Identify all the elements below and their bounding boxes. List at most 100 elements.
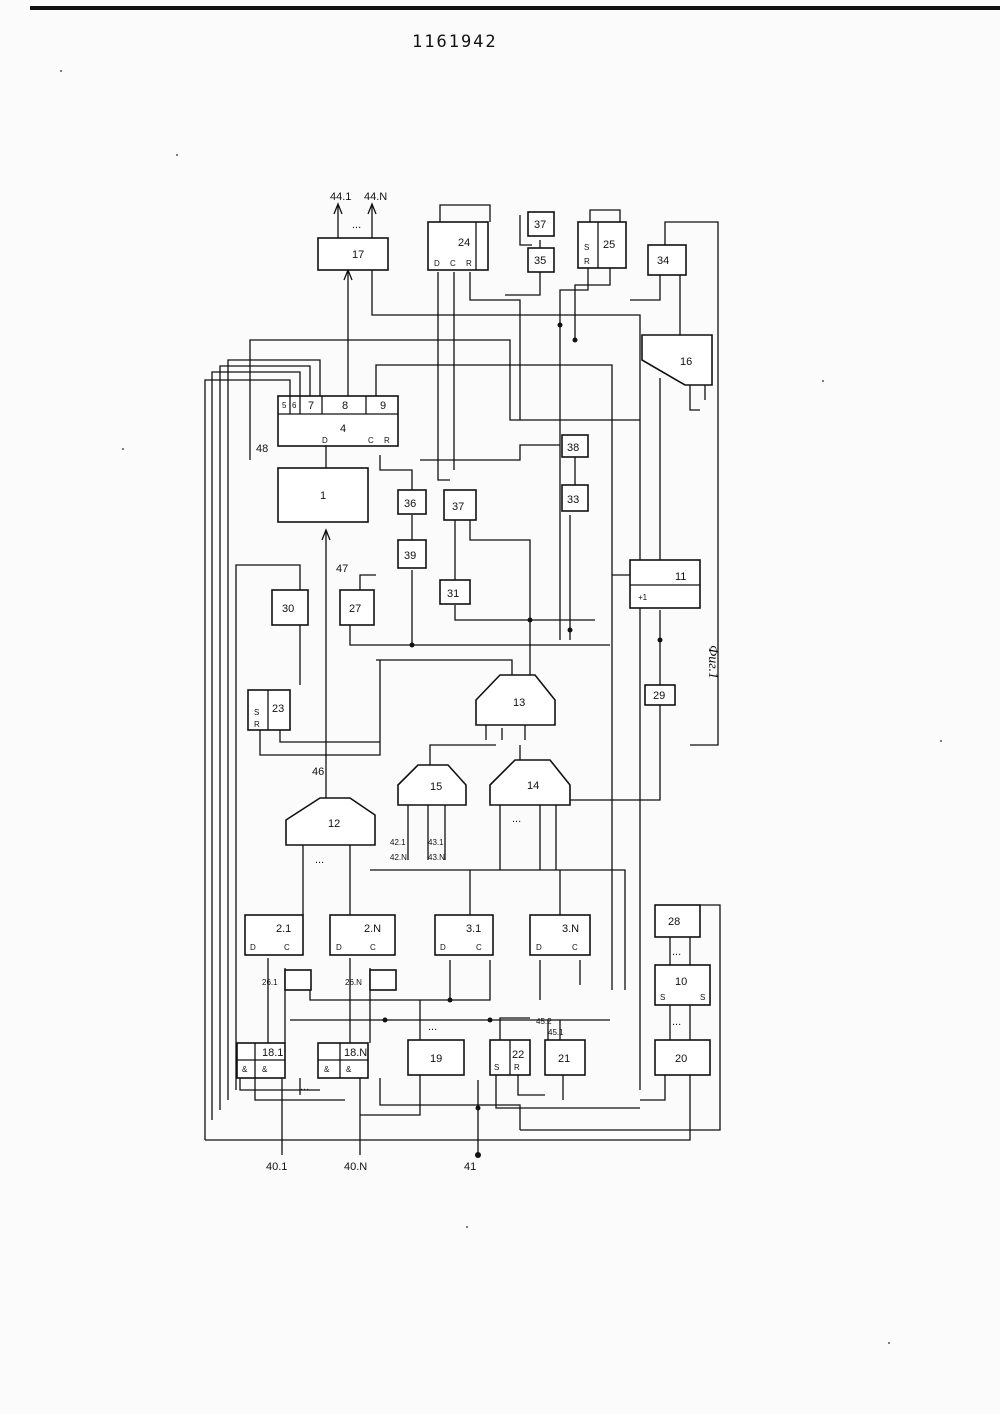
scan-speck: [60, 70, 62, 72]
block-24-label: 24: [458, 237, 470, 249]
figure-caption: Фиг.1: [704, 645, 720, 725]
label-input-43-1: 43.1: [428, 838, 444, 847]
wire-22-top: [500, 1018, 530, 1040]
block-18-1-label: 18.1: [262, 1047, 283, 1059]
block-22-pin-S: S: [494, 1063, 499, 1072]
scan-speck: [822, 380, 824, 382]
block-22-label: 22: [512, 1049, 524, 1061]
gate-26-1: [285, 970, 311, 990]
block-10-pin-S2: S: [700, 993, 705, 1002]
block-11-label: 11: [675, 571, 686, 583]
junction-dot: [658, 638, 663, 643]
wire-26-1: [268, 958, 285, 1043]
block-27-label: 27: [349, 603, 361, 615]
junction-dots: [383, 323, 663, 1159]
block-2-1-pin-C: C: [284, 943, 290, 952]
scan-speck: [466, 1226, 468, 1228]
wire-25-top: [590, 210, 620, 222]
block-3-N-pin-D: D: [536, 943, 542, 952]
block-18-N-and-2: &: [346, 1065, 352, 1074]
label-output-44-N: 44.N: [364, 191, 387, 203]
wire-16-inputs: [690, 385, 705, 410]
label-input-42-1: 42.1: [390, 838, 406, 847]
label-output-44-1: 44.1: [330, 191, 351, 203]
block-14-label: 14: [527, 780, 539, 792]
wire-reg3-ctl: [450, 960, 580, 1000]
block-2-N-pin-D: D: [336, 943, 342, 952]
wire-gate-ctl: [310, 960, 490, 1000]
block-35-label: 35: [534, 255, 546, 267]
gate-26-1-label: 26.1: [262, 978, 278, 987]
block-18-N-label: 18.N: [344, 1047, 367, 1059]
block-16-label: 16: [680, 356, 692, 368]
wire-12-inputs: [303, 845, 350, 915]
wire-15-inputs: [408, 805, 445, 860]
block-4-label: 4: [340, 423, 346, 435]
block-18-1-and-1: &: [242, 1065, 248, 1074]
wire-25-R: [575, 268, 610, 340]
label-input-45-1: 45.1: [548, 1028, 564, 1037]
label-line-46: 46: [312, 766, 324, 778]
block-23-pin-S: S: [254, 708, 259, 717]
block-3-1-pin-D: D: [440, 943, 446, 952]
block-4-pin-7: 7: [308, 400, 314, 412]
junction-dot: [383, 1018, 388, 1023]
block-24-pin-R: R: [466, 259, 472, 268]
block-24-pin-C: C: [450, 259, 456, 268]
wire-13-inputs: [486, 725, 525, 740]
block-25-pin-S: S: [584, 243, 589, 252]
wire-35-out: [505, 270, 540, 295]
block-37-mid-label: 37: [452, 501, 464, 513]
block-18-1-and-2: &: [262, 1065, 268, 1074]
block-4-pin-D: D: [322, 436, 328, 445]
wire-24-R: [470, 272, 520, 420]
block-2-N-pin-C: C: [370, 943, 376, 952]
junction-dot: [476, 1106, 481, 1111]
block-4-pin-C: C: [368, 436, 374, 445]
block-2-1-label: 2.1: [276, 923, 291, 935]
ellipsis-19-inputs: ...: [428, 1021, 437, 1033]
block-25-pin-R: R: [584, 257, 590, 266]
block-4-pin-9: 9: [380, 400, 386, 412]
scan-speck: [888, 1342, 890, 1344]
label-input-42-N: 42.N: [390, 853, 407, 862]
wire-37m-right: [470, 515, 530, 690]
block-22-pin-R: R: [514, 1063, 520, 1072]
wire-38-left: [420, 445, 560, 460]
wire-20-down: [640, 1075, 665, 1100]
wire-19-down: [360, 1075, 420, 1115]
block-36-label: 36: [404, 498, 416, 510]
junction-dot: [528, 618, 533, 623]
block-10-label: 10: [675, 976, 687, 988]
block-4-pin-6: 6: [292, 401, 297, 410]
block-24-pin-D: D: [434, 259, 440, 268]
block-4-pin-R: R: [384, 436, 390, 445]
block-23-label: 23: [272, 703, 284, 715]
junction-dot: [488, 1018, 493, 1023]
block-17-label: 17: [352, 249, 364, 261]
block-34-label: 34: [657, 255, 669, 267]
gate-26-N-label: 26.N: [345, 978, 362, 987]
block-3-N-label: 3.N: [562, 923, 579, 935]
output-arrows: [334, 204, 376, 214]
block-23-pin-R: R: [254, 720, 260, 729]
junction-dot: [573, 338, 578, 343]
block-12-label: 12: [328, 818, 340, 830]
wire-27-in: [360, 575, 376, 590]
block-2-N-label: 2.N: [364, 923, 381, 935]
input-41-terminal: [475, 1152, 481, 1158]
block-4-pin-5: 5: [282, 401, 287, 410]
junction-dot: [448, 998, 453, 1003]
block-39-label: 39: [404, 550, 416, 562]
block-20-label: 20: [675, 1053, 687, 1065]
label-input-43-N: 43.N: [428, 853, 445, 862]
wire-18-outs: [300, 1078, 520, 1130]
wire-4-9: [376, 365, 612, 990]
block-16: [642, 335, 712, 385]
block-28-label: 28: [668, 916, 680, 928]
block-37-top-label: 37: [534, 219, 546, 231]
wire-31-out: [455, 605, 595, 620]
scan-speck: [122, 448, 124, 450]
label-input-40-N: 40.N: [344, 1161, 367, 1173]
